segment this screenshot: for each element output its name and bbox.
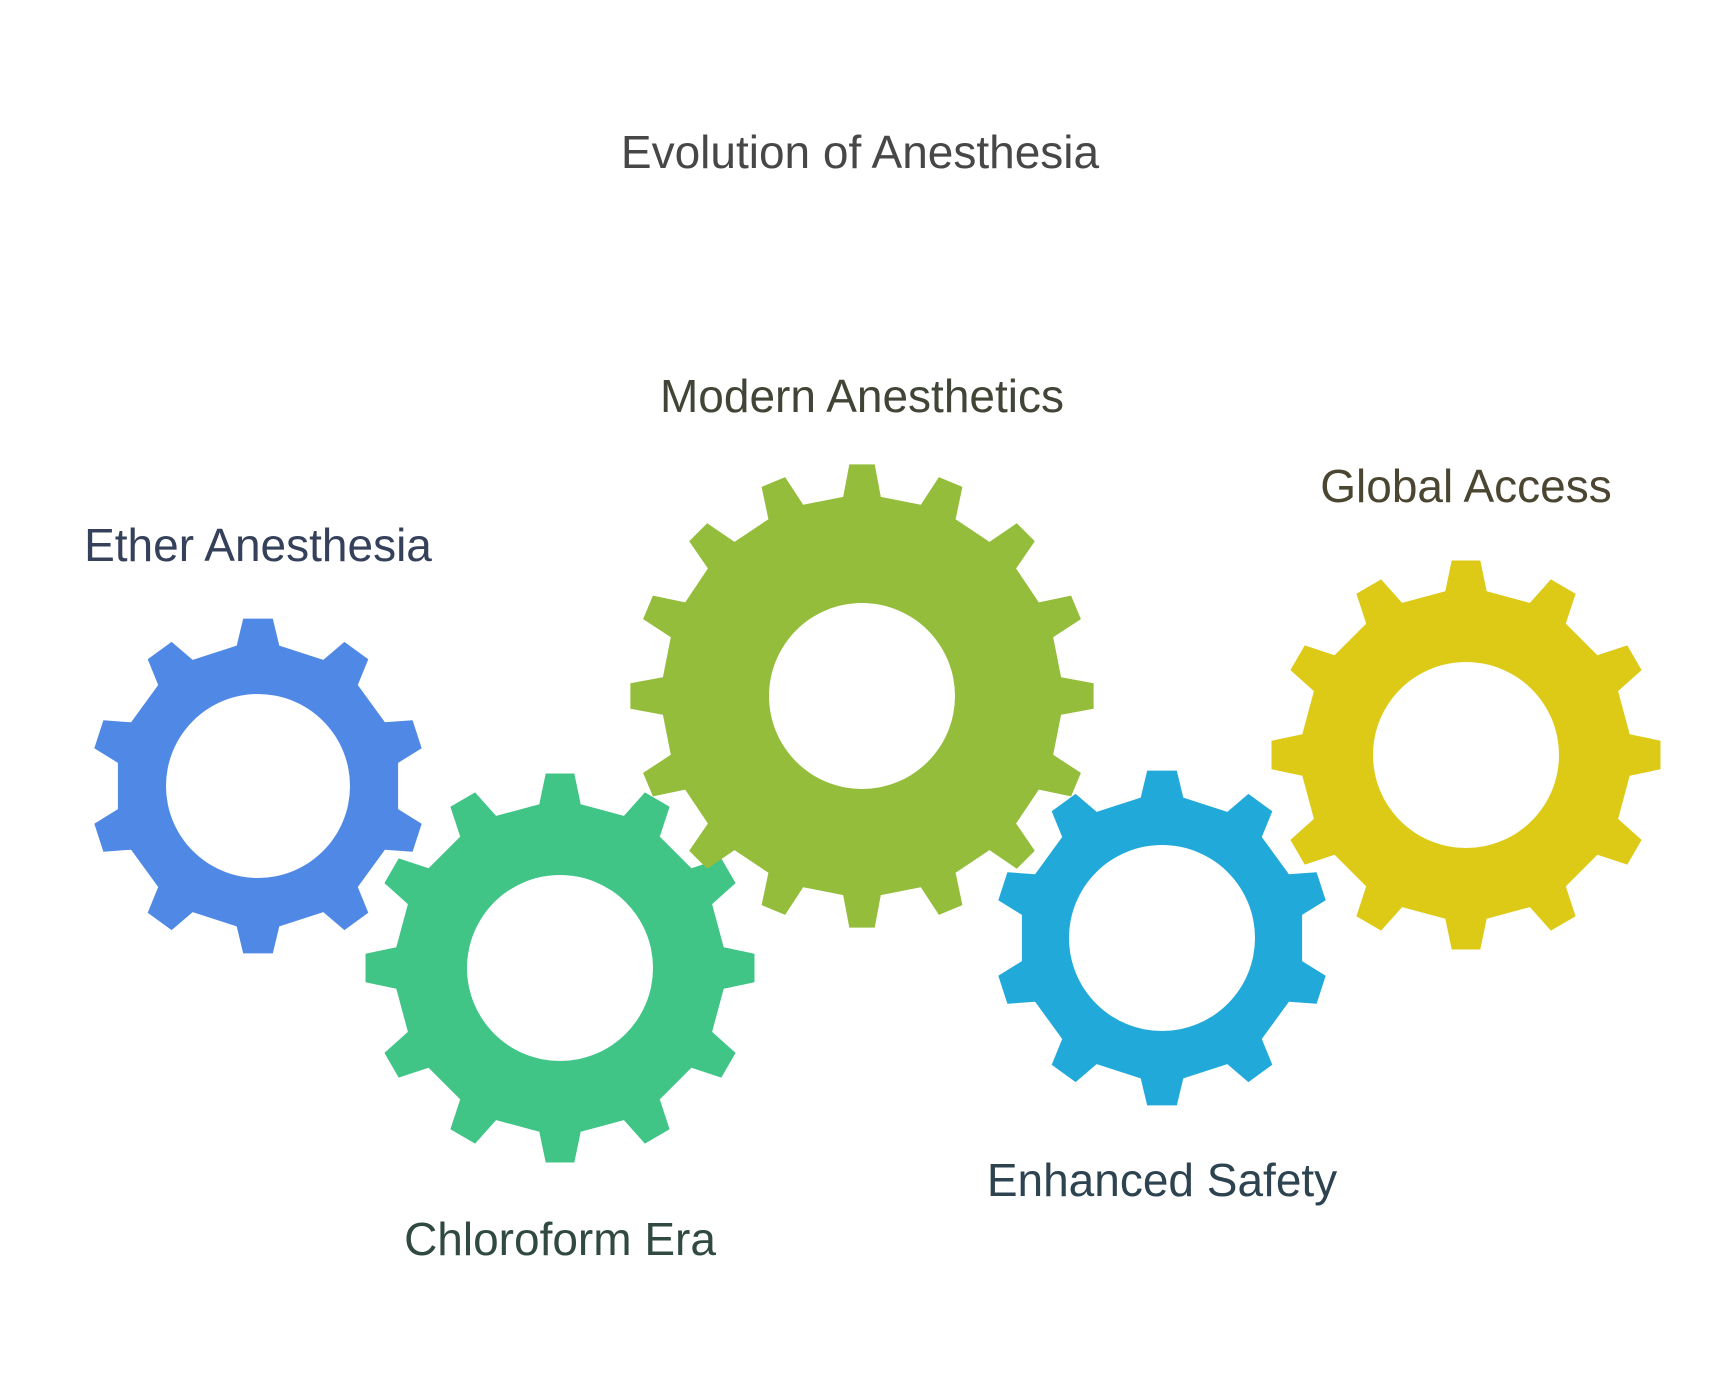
gear-global: [1271, 560, 1661, 950]
gear-chloroform: [365, 773, 755, 1163]
gear-icon: [365, 773, 755, 1163]
gear-safety: [998, 770, 1326, 1106]
gear-icon: [94, 618, 422, 954]
gear-modern: [630, 464, 1094, 928]
gear-ether: [94, 618, 422, 954]
diagram-title: Evolution of Anesthesia: [621, 126, 1100, 178]
gear-icon: [998, 770, 1326, 1106]
gear-label-chloroform: Chloroform Era: [404, 1213, 716, 1265]
gear-label-safety: Enhanced Safety: [987, 1154, 1337, 1206]
gear-label-ether: Ether Anesthesia: [84, 519, 432, 571]
gear-label-modern: Modern Anesthetics: [660, 370, 1064, 422]
gear-icon: [1271, 560, 1661, 950]
gear-icon: [630, 464, 1094, 928]
gear-label-global: Global Access: [1320, 460, 1611, 512]
